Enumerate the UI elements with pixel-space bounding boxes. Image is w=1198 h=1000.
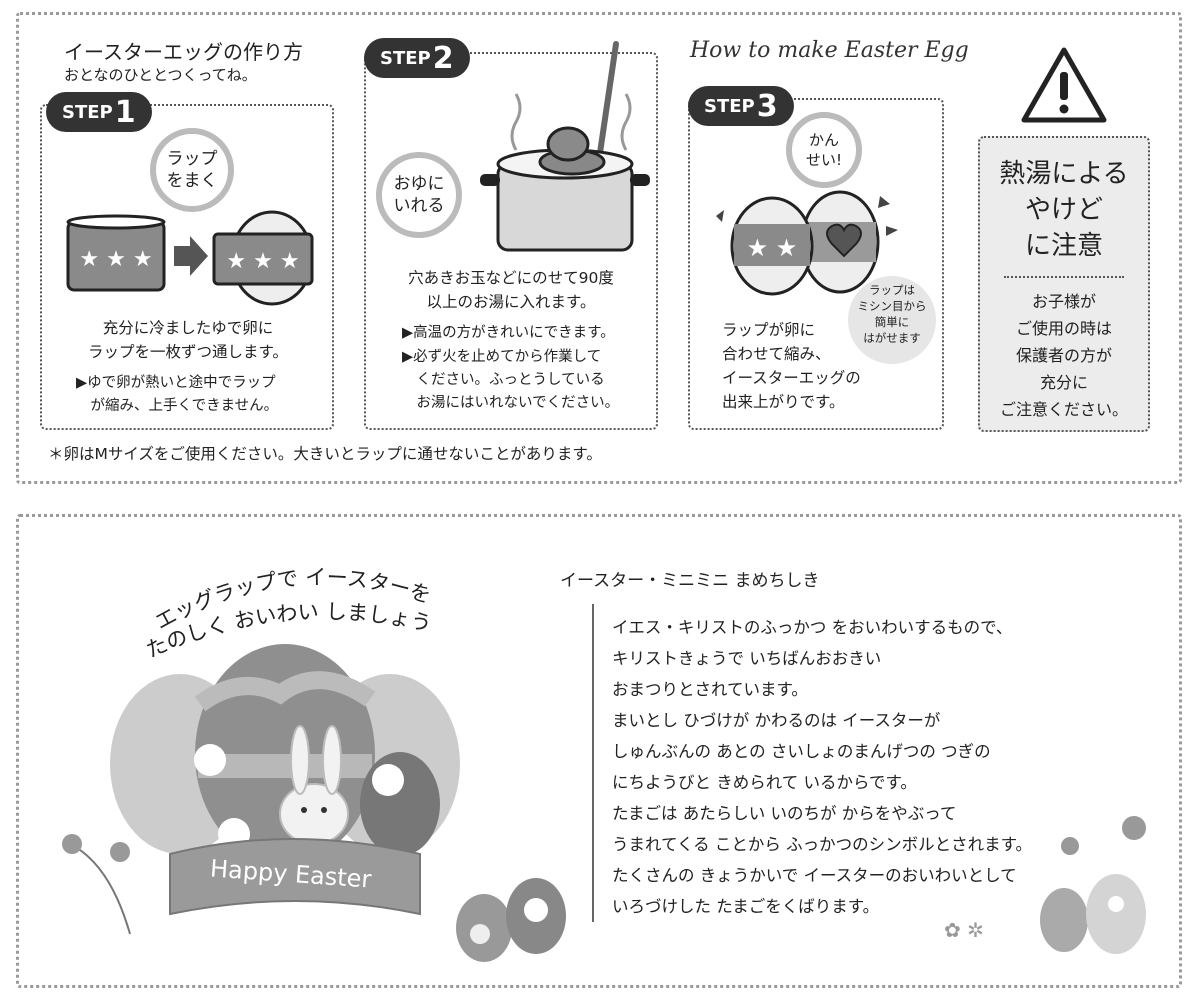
step2-bubble: おゆに いれる [376,152,462,238]
trivia-panel [16,514,1182,988]
instructions-panel [16,12,1182,484]
decorative-eggs-flowers [1040,816,1146,954]
step2-box [364,52,658,430]
egg-wrap-illustration: ★ ★ ★ ★ ★ ★ [66,210,314,306]
finished-eggs-illustration: ★ ★ [716,190,898,296]
step1-box [40,104,334,430]
step3-number: 3 [756,88,778,124]
step3-text: ラップが卵に 合わせて縮み、 イースターエッグの 出来上がりです。 [722,321,861,411]
caution-title: 熱湯による やけど に注意 [999,159,1129,261]
page-subtitle: おとなのひととつくってね。 [64,66,257,84]
svg-text:★ ★ ★: ★ ★ ★ [226,249,299,274]
step1-bubble: ラップ をまく [150,128,234,212]
step3-box [688,98,944,430]
step3-label-text: STEP [704,95,755,117]
small-eggs-illustration [456,878,566,962]
svg-text:★ ★: ★ ★ [747,234,798,262]
trivia-title: イースター・ミニミニ まめちしき [560,571,820,591]
step3-bubble: かん せい! [786,112,862,188]
step2-note2: ▶必ず火を止めてから作業して ください。ふっとうしている お湯にはいれないでくだ… [402,349,620,411]
easter-bunny-illustration [62,644,460,935]
step3-label: STEP 3 [688,86,794,126]
decorative-flower-icon: ✿ ✲ [944,918,984,942]
step2-label: STEP 2 [364,38,470,78]
step1-note: ▶ゆで卵が熱いと途中でラップ が縮み、上手くできません。 [76,375,279,414]
step2-text: 穴あきお玉などにのせて90度 以上のお湯に入れます。 [408,269,614,311]
step1-text: 充分に冷ましたゆで卵に ラップを一枚ずつ通します。 [88,319,288,361]
step1-number: 1 [114,94,136,130]
trivia-rule [592,604,594,922]
step2-note1: ▶高温の方がきれいにできます。 [402,325,615,341]
caution-box: 熱湯による やけど に注意 お子様が ご使用の時は 保護者の方が 充分に ご注意… [978,136,1150,432]
step2-number: 2 [432,40,454,76]
warning-icon [1021,47,1107,123]
peel-tip-bubble [848,276,936,364]
trivia-text: イエス・キリストのふっかつ をおいわいするもので、 キリストきょうで いちばんお… [612,618,1033,916]
english-title: How to make Easter Egg [690,38,969,63]
curved-heading: エッグラップで イースターを たのしく おいわい しましょう [143,565,434,660]
step1-label: STEP 1 [46,92,152,132]
pot-illustration [480,41,650,252]
caution-text: お子様が ご使用の時は 保護者の方が 充分に ご注意ください。 [999,292,1128,419]
page-title: イースターエッグの作り方 [64,40,303,64]
step2-label-text: STEP [380,47,431,69]
egg-size-footnote: ＊卵はMサイズをご使用ください。大きいとラップに通せないことがあります。 [48,445,602,463]
step1-label-text: STEP [62,101,113,123]
svg-text:★ ★ ★: ★ ★ ★ [79,247,152,272]
peel-tip-text: ラップは ミシン目から 簡単に はがせます [857,283,927,345]
caution-divider [1004,276,1124,278]
